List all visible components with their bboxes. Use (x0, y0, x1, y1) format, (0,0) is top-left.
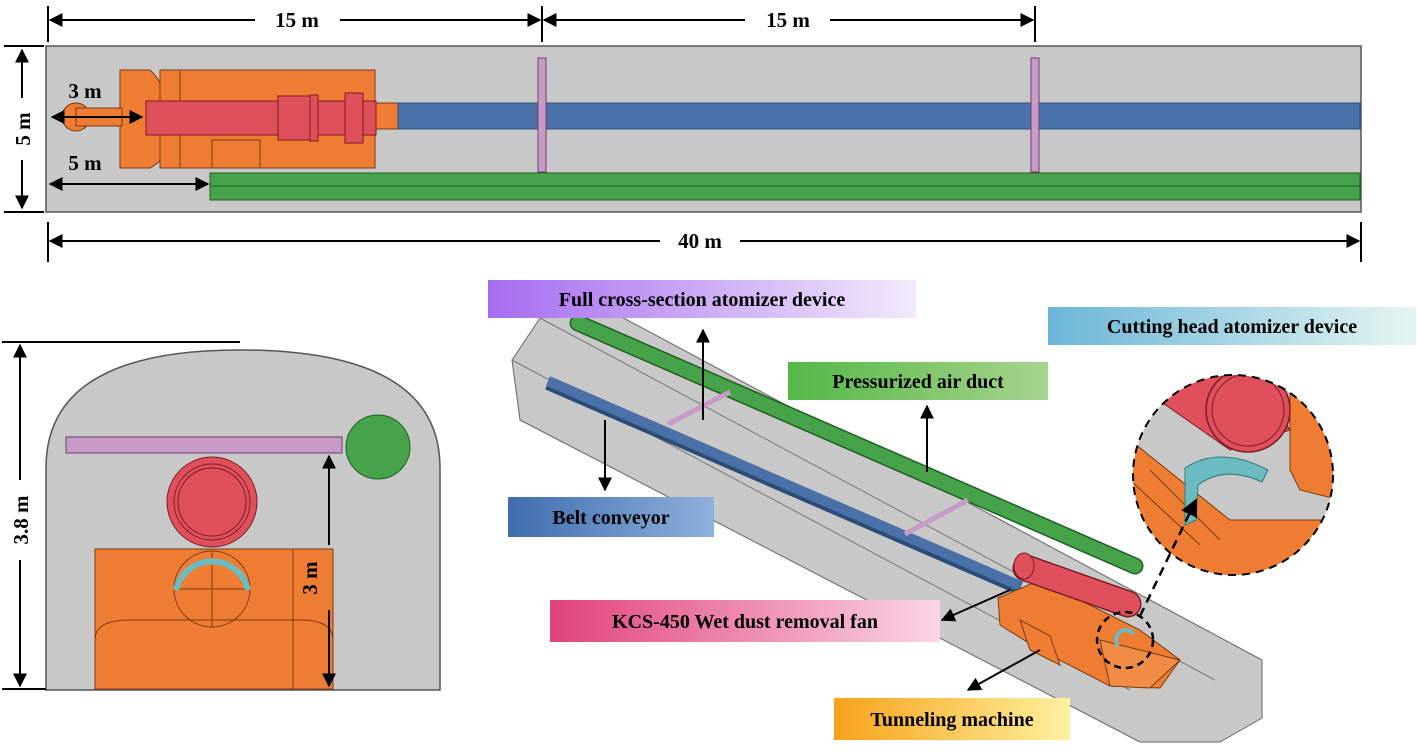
belt-conveyor-plan (397, 102, 1361, 130)
label-fan-text: KCS-450 Wet dust removal fan (612, 611, 878, 633)
belt-conveyor-3d-fill (546, 376, 1022, 591)
isometric-view (511, 299, 1334, 743)
dim-15m-left: 15 m (275, 8, 319, 32)
label-fan: KCS-450 Wet dust removal fan (550, 600, 940, 642)
cutting-head-highlight (1095, 610, 1155, 670)
fan-3d (1012, 552, 1142, 618)
label-tunneling-machine-text: Tunneling machine (870, 709, 1033, 731)
dim-5m-width: 5 m (11, 112, 35, 146)
fan-plan (145, 92, 377, 144)
dim-spacing (47, 6, 1036, 42)
zoom-callout-border (1132, 374, 1334, 576)
dim-5m-offset: 5 m (68, 151, 102, 175)
arrow-fan (940, 589, 1011, 622)
cutting-atomizer-section (173, 558, 251, 591)
cutting-atomizer-3d (1114, 628, 1136, 648)
label-full-cross-section-text: Full cross-section atomizer device (559, 289, 846, 311)
atomizer-ring-plan-2 (1030, 57, 1040, 173)
arrow-tunneling-machine (966, 649, 1041, 691)
fan-section-ring-inner (177, 467, 247, 537)
label-cutting-head-text: Cutting head atomizer device (1107, 316, 1357, 338)
label-tunneling-machine: Tunneling machine (834, 698, 1070, 740)
dim-3-8m: 3.8 m (9, 495, 33, 545)
dim-3m-head: 3 m (68, 79, 102, 103)
dim-width (4, 45, 44, 213)
dim-height (2, 341, 240, 690)
dim-3m-duct: 3 m (298, 561, 322, 595)
fan-section-ring (173, 463, 251, 541)
tunnel-3d-edge-4 (519, 419, 1141, 743)
cross-section: 3.8 m 3 m (2, 341, 441, 691)
top-view: 15 m 15 m 5 m 3 m 5 m 40 m (4, 6, 1362, 262)
zoom-leader (1138, 498, 1198, 617)
air-duct-section (345, 414, 411, 480)
label-cutting-head: Cutting head atomizer device (1048, 307, 1416, 345)
fan-section (166, 456, 258, 548)
air-duct-plan (209, 172, 1361, 201)
label-air-duct-text: Pressurized air duct (832, 371, 1004, 393)
label-belt-conveyor-text: Belt conveyor (552, 507, 669, 529)
label-air-duct: Pressurized air duct (788, 362, 1048, 400)
atomizer-ring-3d-2 (903, 497, 970, 537)
zoom-callout (1132, 374, 1334, 617)
atomizer-ring-plan-1 (537, 57, 547, 173)
dim-15m-right: 15 m (766, 8, 810, 32)
atomizer-section-bar (65, 436, 343, 454)
atomizer-ring-3d-1 (666, 389, 732, 427)
dim-length (47, 222, 1362, 262)
air-duct-3d-fill (571, 316, 1142, 573)
dim-40m: 40 m (678, 229, 722, 253)
label-belt-conveyor: Belt conveyor (508, 497, 714, 537)
label-full-cross-section: Full cross-section atomizer device (488, 280, 916, 318)
